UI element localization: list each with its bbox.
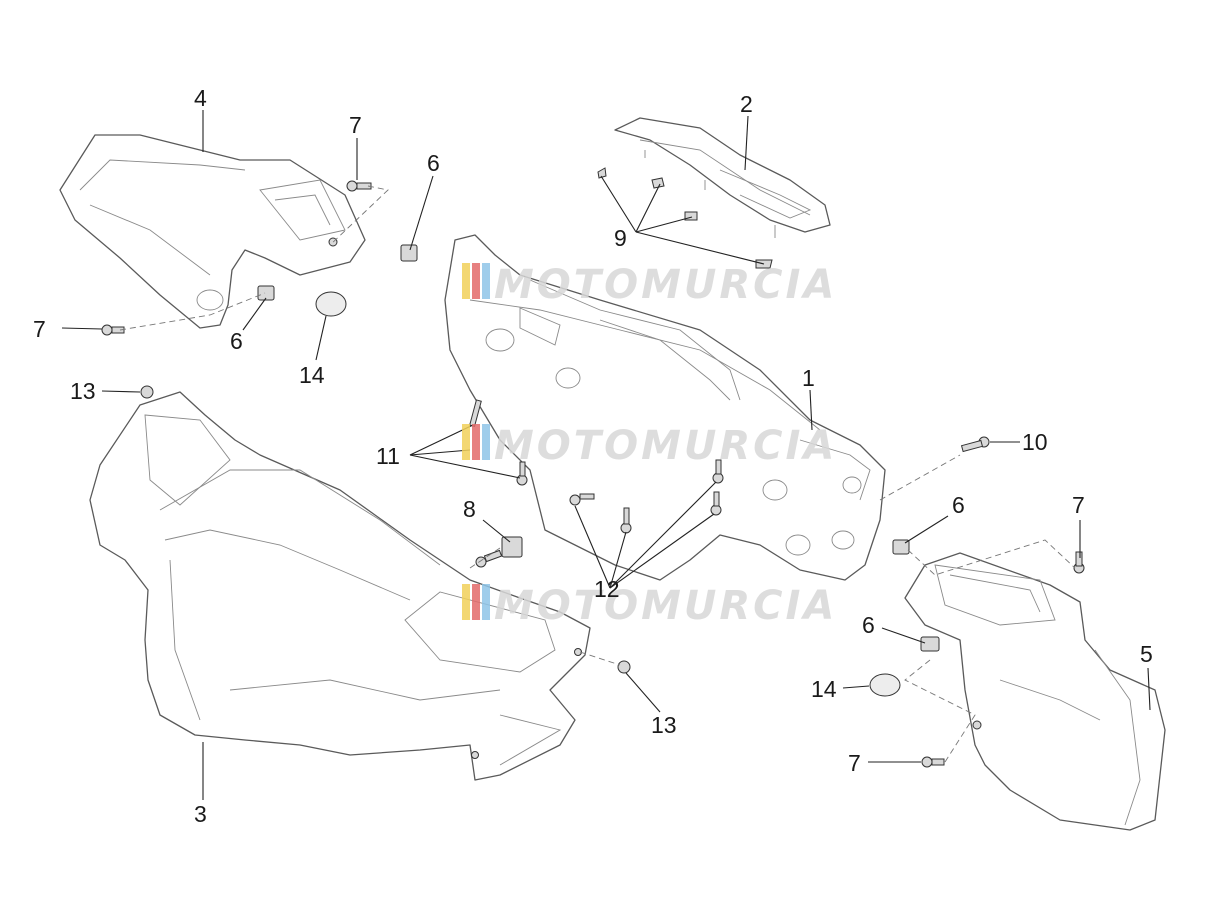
screw-12-c xyxy=(712,459,724,484)
callout-2: 2 xyxy=(740,91,753,117)
plug-14-left xyxy=(315,291,347,317)
callout-10: 10 xyxy=(1022,429,1048,455)
fastener-13-left xyxy=(140,385,154,399)
watermark-3: MOTOMURCIA xyxy=(462,583,837,629)
callout-14-right: 14 xyxy=(811,676,837,702)
screw-7-right-bottom xyxy=(921,756,945,768)
watermark-logo-bar-yellow xyxy=(462,584,470,620)
callout-7-right-top: 7 xyxy=(1072,492,1085,518)
assembly-lines xyxy=(119,185,1076,763)
watermark-logo-bar-blue xyxy=(482,263,490,299)
callout-6-right-bottom: 6 xyxy=(862,612,875,638)
watermark-logo-bar-red xyxy=(472,584,480,620)
clip-6-d xyxy=(920,636,940,652)
watermark-2: MOTOMURCIA xyxy=(462,423,837,469)
screw-7-right-top xyxy=(1073,551,1085,574)
plug-14-right xyxy=(869,673,901,697)
watermark-text: MOTOMURCIA xyxy=(494,583,837,629)
part-2-top-cover xyxy=(614,117,831,238)
screw-8 xyxy=(475,549,503,568)
callout-labels: 4 2 7 6 9 7 6 14 1 13 11 10 8 6 7 12 6 5… xyxy=(33,85,1153,827)
part-4-left-upper-cover xyxy=(59,134,366,329)
callout-12: 12 xyxy=(594,576,620,602)
callout-6-top: 6 xyxy=(427,150,440,176)
fastener-13-right xyxy=(617,660,631,674)
watermark-text: MOTOMURCIA xyxy=(494,262,837,308)
callout-9: 9 xyxy=(614,225,627,251)
screw-12-a xyxy=(569,493,595,506)
watermark-logo-bar-blue xyxy=(482,584,490,620)
clip-6-b xyxy=(257,285,275,301)
leader-lines xyxy=(61,110,1151,800)
watermark-logo-bar-yellow xyxy=(462,424,470,460)
callout-5: 5 xyxy=(1140,641,1153,667)
watermark-text: MOTOMURCIA xyxy=(494,423,837,469)
callout-13-left: 13 xyxy=(70,378,96,404)
callout-7-top-left: 7 xyxy=(349,112,362,138)
callout-6-right-top: 6 xyxy=(952,492,965,518)
callout-3: 3 xyxy=(194,801,207,827)
callout-4: 4 xyxy=(194,85,207,111)
part-1-central-body xyxy=(444,234,886,581)
part-5-right-cover xyxy=(904,552,1166,831)
screw-12-d xyxy=(710,491,722,516)
callout-13-right: 13 xyxy=(651,712,677,738)
watermark-logo-bar-red xyxy=(472,263,480,299)
callout-8: 8 xyxy=(463,496,476,522)
hardware-screws xyxy=(101,180,1085,768)
screw-7-top-left xyxy=(346,180,372,192)
callout-14-left: 14 xyxy=(299,362,325,388)
callout-1: 1 xyxy=(802,365,815,391)
callout-6-left: 6 xyxy=(230,328,243,354)
screw-7-left xyxy=(101,324,125,336)
screw-11-a xyxy=(469,399,482,427)
watermark-logo-bar-blue xyxy=(482,424,490,460)
watermark-logo-bar-red xyxy=(472,424,480,460)
callout-11: 11 xyxy=(376,443,400,469)
clip-8 xyxy=(501,536,523,558)
clip-6-a xyxy=(400,244,418,262)
screw-12-b xyxy=(620,507,632,534)
screw-10 xyxy=(960,436,990,453)
callout-7-right-bottom: 7 xyxy=(848,750,861,776)
callout-7-left: 7 xyxy=(33,316,46,342)
clip-6-c xyxy=(892,539,910,555)
watermark-1: MOTOMURCIA xyxy=(462,262,837,308)
watermark-logo-bar-yellow xyxy=(462,263,470,299)
part-3-front-cover xyxy=(89,391,591,781)
